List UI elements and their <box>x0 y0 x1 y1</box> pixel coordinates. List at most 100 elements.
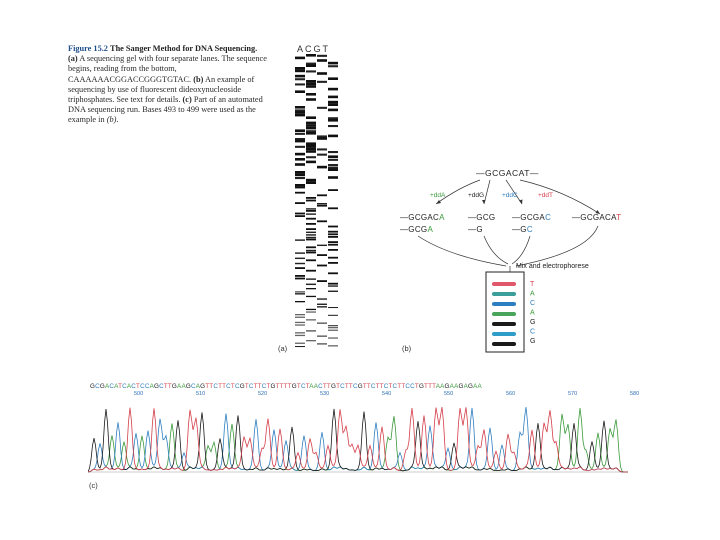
trace-base: G <box>467 383 474 390</box>
trace-sequence: GCGACATCACTCCAGCTTGAAGCAGTTCTTCTCGTCTTCT… <box>90 383 482 390</box>
trace-base: C <box>234 383 240 390</box>
gel-band <box>306 82 316 86</box>
gel-band <box>317 106 327 109</box>
trace-curve-G <box>88 408 628 473</box>
lane-band <box>492 322 516 326</box>
gel-band <box>295 158 305 161</box>
gel-band <box>306 208 316 210</box>
gel-band <box>306 223 316 225</box>
scheme-panel-label: (b) <box>402 344 412 353</box>
trace-base: T <box>136 383 141 390</box>
gel-band <box>328 117 338 120</box>
gel-panel-label: (a) <box>278 344 288 353</box>
gel-band <box>328 95 338 99</box>
trace-base: T <box>222 383 227 390</box>
trace-base: C <box>159 383 164 390</box>
gel-band <box>306 236 316 239</box>
gel-band <box>317 148 327 151</box>
trace-base: T <box>279 383 284 390</box>
gel-band <box>295 74 305 78</box>
trace-base: A <box>104 383 110 390</box>
trace-base: C <box>122 383 127 390</box>
trace-base: T <box>366 383 371 390</box>
gel-band <box>306 181 316 184</box>
gel-band <box>317 80 327 83</box>
gel-band <box>295 67 305 70</box>
trace-base: C <box>213 383 219 390</box>
gel-band <box>328 345 338 347</box>
gel-band <box>306 85 316 88</box>
product-t-long: —GCGACAT <box>572 213 621 222</box>
gel-band <box>306 251 316 254</box>
gel-band <box>295 314 305 316</box>
trace-base: C <box>300 383 306 390</box>
trace-base: G <box>458 383 464 390</box>
trace-curve-T <box>88 407 628 473</box>
gel-band <box>328 325 338 327</box>
trace-base: T <box>424 383 429 390</box>
gel-band <box>295 301 305 303</box>
gel-band <box>306 213 316 215</box>
trace-base: C <box>392 383 398 390</box>
gel-band <box>328 119 338 122</box>
part-c-text: Part of an automated DNA sequencing run.… <box>68 95 263 125</box>
gel-band <box>306 288 316 290</box>
gel-band <box>328 164 338 167</box>
gel-band <box>295 83 305 86</box>
gel-band <box>306 295 316 298</box>
trace-base: C <box>248 383 254 390</box>
gel-band <box>306 238 316 241</box>
gel-band <box>295 132 305 135</box>
trace-base: G <box>153 383 160 390</box>
gel-band <box>306 62 316 65</box>
gel-bands <box>295 54 338 348</box>
product-c-long: —GCGAC <box>512 213 551 222</box>
part-c-ref: (b) <box>106 115 117 125</box>
trace-position: 510 <box>196 391 206 397</box>
reagent-ddC: +ddC <box>502 192 518 199</box>
gel-band <box>328 290 338 292</box>
trace-base: C <box>410 383 415 390</box>
gel-band <box>295 163 305 166</box>
gel-band <box>295 186 305 189</box>
gel-band <box>328 103 338 106</box>
gel-band <box>295 291 305 293</box>
gel-band <box>317 220 327 223</box>
trace-base: T <box>118 383 123 390</box>
trace-base: T <box>244 383 249 390</box>
trace-base: A <box>309 383 314 390</box>
trace-base: A <box>473 383 478 390</box>
product-g-short: —G <box>468 225 483 234</box>
gel-band <box>306 130 316 133</box>
gel-band <box>317 203 327 205</box>
gel-band <box>295 184 305 187</box>
gel-band <box>295 90 305 93</box>
trace-base: C <box>95 383 100 390</box>
gel-band <box>295 332 305 334</box>
part-c-label: (c) <box>182 95 192 105</box>
gel-band <box>295 212 305 215</box>
trace-base: T <box>283 383 288 390</box>
trace-base: T <box>305 383 310 390</box>
reagent-ddG: +ddG <box>468 192 484 199</box>
trace-base: G <box>99 383 105 390</box>
gel-band <box>306 98 316 101</box>
gel-lane-labels: ACGT <box>297 44 331 54</box>
read-base: C <box>530 329 535 336</box>
trace-base: T <box>296 383 301 390</box>
gel-band <box>328 327 338 329</box>
gel-band <box>306 142 316 145</box>
trace-base: T <box>287 383 292 390</box>
gel-band <box>317 254 327 256</box>
gel-band <box>317 298 327 300</box>
figure-caption: Figure 15.2 The Sanger Method for DNA Se… <box>68 44 268 126</box>
gel-band <box>295 173 305 177</box>
gel-band <box>295 56 305 60</box>
gel-band <box>306 70 316 73</box>
trace-base: T <box>414 383 419 390</box>
gel-band <box>306 124 316 127</box>
figure-heading: The Sanger Method for DNA Sequencing. <box>110 44 258 53</box>
trace-base: T <box>163 383 168 390</box>
